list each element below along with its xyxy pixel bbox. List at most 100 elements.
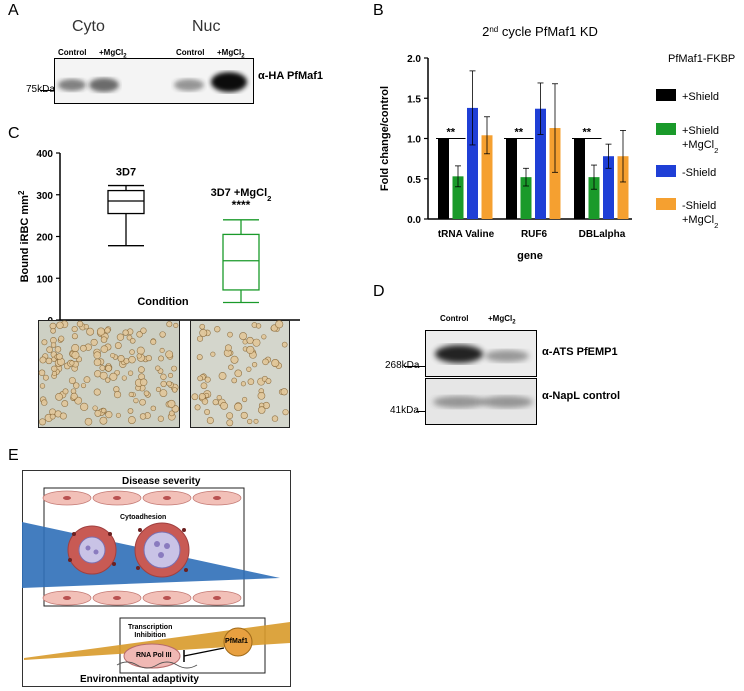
panel-b-bar [603, 156, 614, 219]
micrograph-cell [168, 372, 174, 379]
panel-a-letter: A [8, 2, 19, 19]
micrograph-cell [247, 378, 255, 386]
micrograph-control [38, 320, 180, 428]
micrograph-cell [100, 345, 109, 353]
micrograph-mgcl2 [190, 320, 290, 428]
panel-b-bar [574, 138, 585, 219]
micrograph-cell [128, 391, 134, 397]
micrograph-cell [100, 336, 108, 343]
panel-b-legend-swatch [656, 89, 676, 101]
panel-b-legend-label: -Shield [682, 200, 716, 212]
panel-c-y-tick-label: 300 [36, 191, 53, 202]
micrograph-cell [96, 327, 106, 336]
micrograph-cell [150, 338, 157, 345]
panel-e-diagram [22, 470, 291, 687]
micrograph-cell [71, 344, 80, 353]
micrograph-cell [55, 392, 63, 401]
micrograph-cell [280, 388, 288, 396]
micrograph-cell [281, 341, 288, 348]
micrograph-cell [265, 378, 272, 384]
micrograph-cell [128, 356, 136, 364]
micrograph-cell [127, 370, 134, 376]
micrograph-cell [71, 333, 78, 340]
micrograph-cell [171, 387, 178, 393]
micrograph-cell [73, 382, 80, 389]
panel-c-letter: C [8, 125, 20, 142]
panel-b-bar [506, 138, 517, 219]
micrograph-cell [123, 358, 130, 365]
micrograph-cell [93, 358, 102, 367]
panel-b-legend-title: PfMaf1-FKBP [668, 53, 735, 65]
micrograph-cell [99, 365, 106, 371]
micrograph-cell [160, 380, 167, 388]
micrograph-cell [68, 377, 76, 385]
micrograph-cell [46, 346, 53, 353]
micrograph-cell [93, 351, 102, 360]
micrograph-cell [139, 378, 148, 387]
panel-a-marker-tick [40, 90, 54, 91]
micrograph-cell [220, 401, 228, 410]
micrograph-cell [39, 356, 47, 364]
micrograph-cell [58, 335, 65, 342]
panel-a-antibody: α-HA PfMaf1 [258, 70, 324, 82]
micrograph-cell [271, 415, 279, 422]
micrograph-cell [109, 372, 118, 381]
panel-a-blot [54, 58, 254, 104]
micrograph-cell [145, 354, 152, 362]
micrograph-cell [41, 339, 48, 346]
micrograph-cell [210, 351, 216, 357]
panel-b-bar [588, 177, 600, 219]
panel-b-x-label: gene [517, 250, 543, 262]
micrograph-cell [262, 358, 269, 366]
micrograph-cell [129, 349, 135, 355]
micrograph-cell [127, 416, 136, 424]
panel-c-y-tick-label: 200 [36, 233, 53, 244]
micrograph-cell [76, 320, 84, 328]
micrograph-cell [110, 352, 116, 359]
micrograph-cell [62, 388, 69, 395]
micrograph-cell [212, 399, 219, 406]
micrograph-cell [159, 347, 165, 353]
micrograph-cell [240, 411, 248, 420]
panel-b-y-tick-label: 0.5 [407, 175, 421, 186]
micrograph-cell [155, 386, 161, 392]
panel-c-chart: 0100200300400Bound iRBC mm2Condition3D73… [17, 149, 300, 327]
micrograph-cell [157, 415, 164, 422]
micrograph-cell [246, 336, 254, 345]
panel-b-legend-swatch [656, 198, 676, 210]
micrograph-cell [246, 345, 255, 354]
panel-b-y-tick-label: 1.5 [407, 94, 421, 105]
micrograph-cell [171, 365, 177, 372]
panel-c-box [222, 233, 260, 291]
micrograph-cell [99, 371, 108, 380]
micrograph-cell [253, 418, 259, 424]
micrograph-cell [140, 327, 147, 334]
panel-c-y-tick-label: 400 [36, 149, 53, 160]
micrograph-cell [101, 407, 107, 414]
panel-d-antibody-2: α-NapL control [542, 390, 621, 402]
panel-b-sig: ** [582, 127, 591, 139]
panel-a-marker: 75kDa [26, 84, 55, 95]
micrograph-cell [198, 393, 206, 401]
micrograph-cell [80, 402, 89, 411]
panel-e-transcription-1: Transcription [128, 624, 173, 631]
micrograph-cell [234, 402, 243, 411]
micrograph-cell [71, 351, 80, 360]
panel-b-category: tRNA Valine [438, 229, 495, 240]
panel-a-lane-1: Control [58, 48, 87, 57]
panel-b-bar [617, 156, 629, 219]
micrograph-cell [38, 369, 46, 376]
micrograph-cell [282, 409, 289, 416]
micrograph-cell [143, 390, 150, 397]
micrograph-cell [56, 353, 63, 360]
micrograph-cell [165, 350, 174, 359]
micrograph-cell [39, 383, 46, 389]
panel-e-pfmaf1: PfMaf1 [225, 638, 248, 645]
panel-b-legend-swatch [656, 165, 676, 177]
panel-a-group-cyto: Cyto [72, 18, 105, 35]
micrograph-cell [166, 380, 172, 387]
panel-c-y-tick-label: 100 [36, 274, 53, 285]
panel-e-rnapol: RNA Pol III [136, 652, 172, 659]
panel-e-transcription-2: Inhibition [134, 632, 166, 639]
micrograph-cell [226, 419, 234, 427]
